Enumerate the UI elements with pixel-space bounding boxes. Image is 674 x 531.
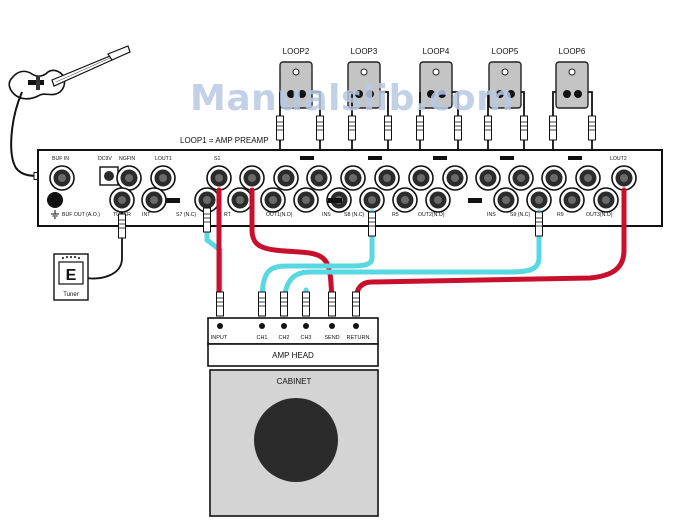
label-s8: S8 (N.C) — [344, 212, 364, 218]
amp-cables — [204, 187, 627, 303]
loop3-label: LOOP3 — [351, 47, 378, 56]
tuner-device: E Tuner — [53, 253, 89, 301]
amp-input-label: INPUT — [211, 335, 228, 341]
tuner-label: Tuner — [63, 292, 78, 298]
label-lout2: LOUT2 — [610, 156, 627, 162]
unit-top-jacks — [49, 165, 637, 191]
ground-icon — [51, 210, 59, 219]
unit-title: LOOP1 = AMP PREAMP — [180, 136, 269, 145]
loop4-label: LOOP4 — [423, 47, 450, 56]
label-ins-right: INS — [487, 212, 496, 218]
amp-ch2-label: CH2 — [278, 335, 289, 341]
label-ngfin: NGFIN — [119, 156, 135, 162]
label-s1: S1 — [214, 156, 220, 162]
loop2-label: LOOP2 — [283, 47, 310, 56]
amp-return-label: RETURN — [347, 335, 370, 341]
amp-head-title: AMP HEAD — [272, 351, 314, 360]
tuner-display: E — [66, 267, 77, 284]
unit-bottom-jacks — [47, 187, 619, 213]
label-out1: OUT1(N.O) — [266, 212, 293, 218]
label-dc9v: DC9V — [98, 156, 112, 162]
label-out3: OUT3(N.O) — [586, 212, 613, 218]
label-r5: R5 — [392, 212, 399, 218]
watermark: Manualslib.com — [190, 78, 515, 119]
loop-cables — [279, 91, 593, 165]
loop-pedals: LOOP2 LOOP3 LOOP4 LOOP5 LOOP6 — [279, 47, 589, 109]
label-s7: S7 (N.C) — [176, 212, 196, 218]
amp-head: INPUT CH1 CH2 CH3 SEND RETURN AMP HEAD — [207, 317, 379, 367]
label-int: INT — [142, 212, 151, 218]
amp-ch1-label: CH1 — [256, 335, 267, 341]
label-s9: S9 (N.C) — [510, 212, 530, 218]
loop-cable-plugs — [276, 115, 596, 141]
label-buf-out: BUF OUT (A.O.) — [62, 212, 100, 218]
label-r9: R9 — [557, 212, 564, 218]
speaker-icon — [254, 398, 338, 482]
cabinet-title: CABINET — [277, 377, 312, 386]
guitar-cable — [10, 91, 41, 177]
guitar-icon — [8, 45, 131, 100]
unit-indicators — [166, 156, 582, 203]
label-out2: OUT2(N.O) — [418, 212, 445, 218]
amp-ch3-label: CH3 — [300, 335, 311, 341]
label-buf-in: BUF IN — [52, 156, 69, 162]
loop5-label: LOOP5 — [492, 47, 519, 56]
loop6-label: LOOP6 — [559, 47, 586, 56]
loop6-pedal-icon — [555, 61, 589, 109]
cabinet: CABINET — [209, 369, 379, 517]
label-lout1: LOUT1 — [155, 156, 172, 162]
amp-send-label: SEND — [324, 335, 339, 341]
tuner-cable — [85, 212, 123, 280]
label-rt: RT — [224, 212, 232, 218]
label-ins-left: INS — [322, 212, 331, 218]
